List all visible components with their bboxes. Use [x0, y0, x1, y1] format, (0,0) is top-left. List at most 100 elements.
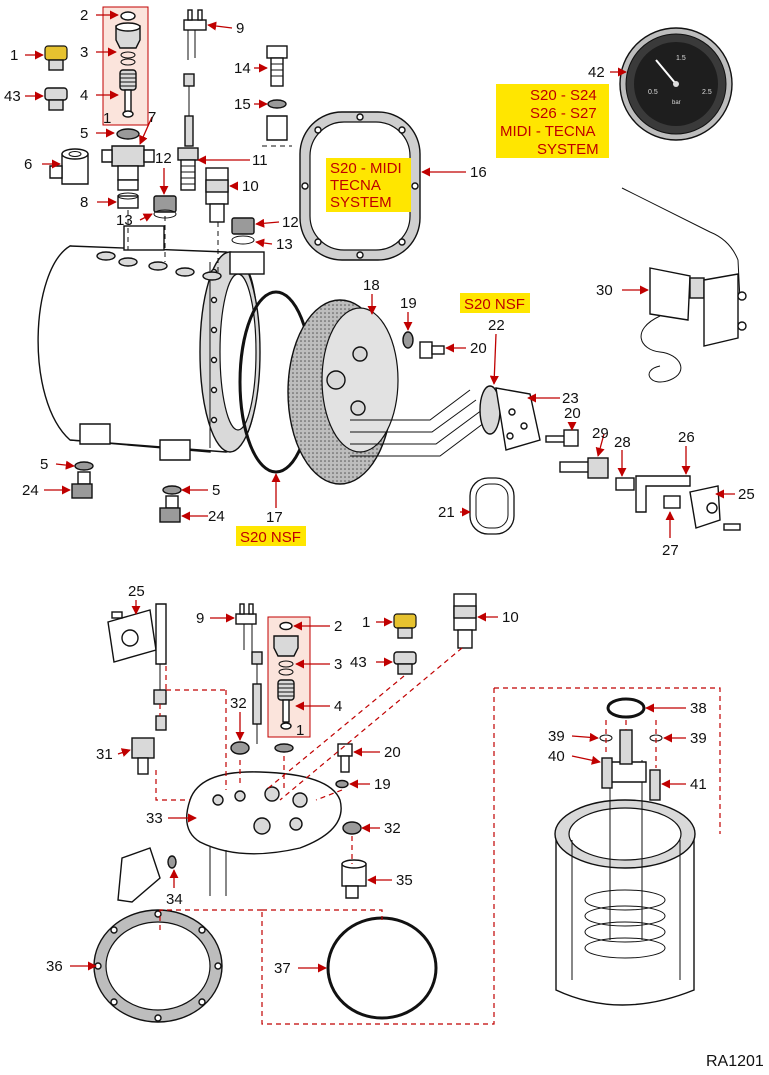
callout-3-top: 3 — [80, 44, 88, 61]
assembly-dashed-line-e — [261, 688, 495, 1025]
callout-31: 31 — [96, 746, 113, 763]
gasket-models-line-2: TECNA — [330, 177, 381, 194]
callout-20-top-b: 20 — [564, 405, 581, 422]
callout-23: 23 — [562, 390, 579, 407]
flange-nut-part-b — [342, 821, 362, 835]
kit-group-label-bottom: 1 — [296, 722, 304, 739]
callout-39-right: 39 — [690, 730, 707, 747]
gasket-models-highlight — [326, 158, 411, 212]
callout-14: 14 — [234, 60, 251, 77]
kit-group-label-top: 1 — [103, 110, 111, 127]
gauge-models-line-3: MIDI - TECNA — [500, 123, 596, 140]
flange-bolt-part-bottom — [337, 743, 353, 773]
gauge-scale-top: 1.5 — [676, 55, 686, 62]
callout-34: 34 — [166, 891, 183, 908]
callout-42: 42 — [588, 64, 605, 81]
callout-15: 15 — [234, 96, 251, 113]
assembly-dashed-line-g — [159, 909, 383, 930]
level-probe-part-bottom — [235, 603, 263, 744]
element-connector-part — [559, 457, 609, 479]
valve-seat-part — [115, 22, 141, 66]
vacuum-valve-part-bottom — [393, 651, 417, 675]
callout-10-top: 10 — [242, 178, 259, 195]
callout-43-top: 43 — [4, 88, 21, 105]
callout-24-right: 24 — [208, 508, 225, 525]
flange-bolt-washer-part — [402, 331, 414, 349]
callout-1-top: 1 — [10, 47, 18, 64]
callout-32-top: 32 — [230, 695, 247, 712]
callout-20-top-a: 20 — [470, 340, 487, 357]
callout-3-bottom: 3 — [334, 656, 342, 673]
callout-25-bottom: 25 — [128, 583, 145, 600]
callout-22: 22 — [488, 317, 505, 334]
element-nipple-part — [266, 45, 288, 87]
callout-5-left: 5 — [40, 456, 48, 473]
callout-43-bottom: 43 — [350, 654, 367, 671]
element-stud-part-right — [649, 769, 661, 801]
callout-1-bottom: 1 — [362, 614, 370, 631]
assembly-dashed-line-b — [239, 756, 353, 864]
safety-valve-part-bottom — [393, 613, 417, 639]
boiler-oring-part-bottom — [326, 916, 438, 1020]
callout-29: 29 — [592, 425, 609, 442]
flange-nut-part-a — [230, 741, 250, 755]
callout-6: 6 — [24, 156, 32, 173]
element-stud-part-left — [601, 757, 613, 789]
callout-33: 33 — [146, 810, 163, 827]
terminal-bolt-part — [545, 429, 579, 447]
callout-39-left: 39 — [548, 728, 565, 745]
safety-valve-part-top — [44, 45, 68, 71]
cap-fitting-part-a — [153, 195, 177, 219]
callout-24-left: 24 — [22, 482, 39, 499]
callout-13-right: 13 — [276, 236, 293, 253]
assembly-dashed-line-f — [494, 687, 721, 834]
circlip-part — [120, 11, 136, 21]
element-gasket-part — [469, 477, 515, 535]
callout-38: 38 — [690, 700, 707, 717]
callout-30: 30 — [596, 282, 613, 299]
callout-13-left: 13 — [116, 212, 133, 229]
boiler-flange-gasket-part-bottom — [93, 909, 223, 1023]
callout-19-top: 19 — [400, 295, 417, 312]
nsf-label-bottom: S20 NSF — [240, 529, 301, 546]
callout-9-bottom: 9 — [196, 610, 204, 627]
callout-2-top: 2 — [80, 7, 88, 24]
gauge-models-highlight — [496, 84, 609, 158]
callout-19-bottom: 19 — [374, 776, 391, 793]
boiler-tank-part — [37, 210, 265, 461]
callout-4-bottom: 4 — [334, 698, 342, 715]
bracket-part — [615, 475, 691, 513]
nut-part — [117, 192, 139, 209]
bottom-fitting-right — [159, 485, 182, 523]
gauge-models-line-2: S26 - S27 — [530, 105, 597, 122]
callout-7: 7 — [148, 109, 156, 126]
nsf-highlight-top — [460, 293, 530, 313]
valve-body-part — [101, 145, 155, 191]
pressure-switch-part-top — [205, 167, 229, 223]
callout-11: 11 — [252, 152, 268, 169]
vacuum-valve-part-top — [44, 87, 68, 111]
flange-bolt-part — [419, 341, 445, 359]
heating-flange-plate-part-bottom — [186, 771, 342, 896]
gauge-scale-left: 0.5 — [648, 89, 658, 96]
assembly-dashed-line-c — [279, 647, 463, 801]
element-terminal-block-part — [495, 387, 541, 451]
callout-20-bottom: 20 — [384, 744, 401, 761]
callout-41: 41 — [690, 776, 707, 793]
assembly-dashed-line-a — [155, 666, 227, 801]
flange-washer-part-bottom — [335, 779, 349, 789]
heating-element-tubes-part — [350, 389, 489, 457]
assembly-dashed-line-h — [605, 720, 657, 768]
callout-27: 27 — [662, 542, 679, 559]
callout-40: 40 — [548, 748, 565, 765]
thermal-cutout-part-bottom — [107, 603, 167, 731]
callout-36: 36 — [46, 958, 63, 975]
callout-32-bottom: 32 — [384, 820, 401, 837]
probe-holder-part — [131, 737, 155, 775]
callout-25-top: 25 — [738, 486, 755, 503]
elbow-fitting-part-bottom — [341, 859, 367, 899]
cap-fitting-part-b — [231, 217, 255, 245]
assembly-dashed-line-d — [265, 675, 405, 791]
callout-9-top: 9 — [236, 20, 244, 37]
gauge-models-line-1: S20 - S24 — [530, 87, 597, 104]
